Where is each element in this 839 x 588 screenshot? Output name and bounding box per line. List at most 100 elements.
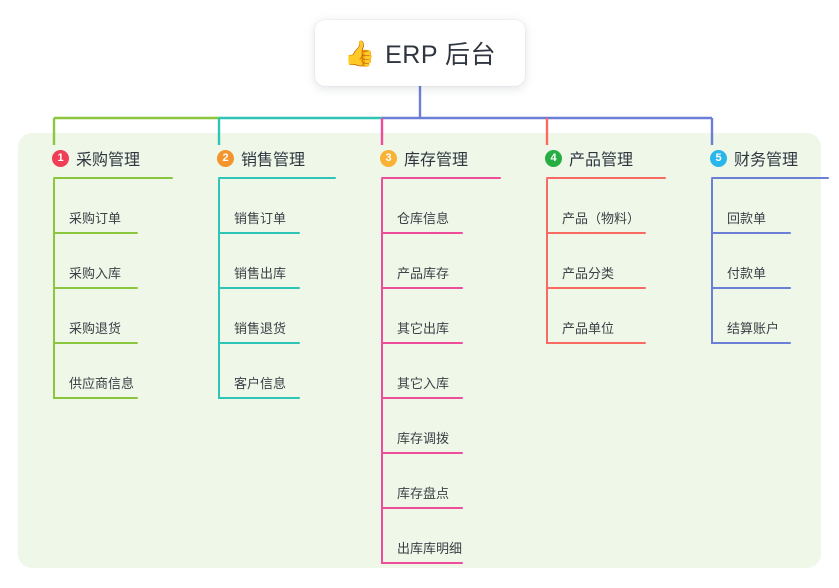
branch-underline-4: [546, 177, 666, 179]
leaf-underline: [711, 232, 791, 234]
branches-panel: [18, 133, 821, 568]
leaf-underline: [546, 342, 646, 344]
leaf-label: 付款单: [727, 266, 767, 281]
leaf-item[interactable]: 采购退货: [30, 289, 195, 344]
leaf-underline: [381, 287, 463, 289]
leaf-list-4: 产品（物料） 产品分类产品单位: [523, 179, 693, 344]
leaf-item[interactable]: 付款单: [688, 234, 839, 289]
leaf-list-3: 仓库信息产品库存其它出库其它入库库存调拨库存盘点出库库明细: [358, 179, 526, 564]
leaf-label: 出库库明细: [397, 541, 463, 556]
branch-title-3: 库存管理: [404, 152, 469, 169]
branch-column-4: 4 产品管理产品（物料） 产品分类产品单位: [523, 145, 693, 344]
branch-underline-3: [381, 177, 501, 179]
branch-badge-2: 2: [217, 149, 234, 167]
leaf-item[interactable]: 销售退货: [195, 289, 360, 344]
branch-title-4: 产品管理: [569, 152, 634, 169]
leaf-underline: [381, 507, 463, 509]
leaf-underline: [53, 342, 138, 344]
root-title: ERP 后台: [385, 41, 497, 69]
branch-header-4[interactable]: 4 产品管理: [523, 145, 693, 171]
leaf-underline: [546, 232, 646, 234]
branch-underline-2: [218, 177, 336, 179]
branch-spine-4: [546, 179, 548, 344]
leaf-underline: [546, 287, 646, 289]
branch-header-5[interactable]: 5 财务管理: [688, 145, 839, 171]
branch-column-3: 3 库存管理仓库信息产品库存其它出库其它入库库存调拨库存盘点出库库明细: [358, 145, 526, 564]
leaf-item[interactable]: 采购订单: [30, 179, 195, 234]
leaf-label: 库存盘点: [397, 486, 450, 501]
leaf-label: 采购退货: [69, 321, 122, 336]
leaf-item[interactable]: 库存调拨: [358, 399, 526, 454]
branch-badge-5: 5: [710, 149, 727, 167]
branch-spine-5: [711, 179, 713, 344]
branch-header-2[interactable]: 2 销售管理: [195, 145, 360, 171]
leaf-label: 销售订单: [234, 211, 287, 226]
root-node[interactable]: 👍 ERP 后台: [315, 20, 525, 86]
branch-spine-1: [53, 179, 55, 399]
leaf-underline: [711, 342, 791, 344]
leaf-item[interactable]: 其它入库: [358, 344, 526, 399]
leaf-item[interactable]: 采购入库: [30, 234, 195, 289]
branch-header-1[interactable]: 1 采购管理: [30, 145, 195, 171]
leaf-underline: [711, 287, 791, 289]
leaf-label: 产品（物料）: [562, 211, 641, 226]
branch-title-1: 采购管理: [76, 152, 141, 169]
leaf-list-1: 采购订单采购入库采购退货供应商信息: [30, 179, 195, 399]
leaf-item[interactable]: 客户信息: [195, 344, 360, 399]
leaf-underline: [381, 397, 463, 399]
leaf-underline: [53, 232, 138, 234]
leaf-label: 产品分类: [562, 266, 615, 281]
leaf-underline: [381, 562, 463, 564]
leaf-underline: [218, 232, 300, 234]
leaf-item[interactable]: 库存盘点: [358, 454, 526, 509]
leaf-underline: [218, 287, 300, 289]
leaf-item[interactable]: 出库库明细: [358, 509, 526, 564]
leaf-item[interactable]: 产品单位: [523, 289, 693, 344]
leaf-label: 供应商信息: [69, 376, 135, 391]
branch-spine-3: [381, 179, 383, 564]
branch-spine-2: [218, 179, 220, 399]
branch-header-3[interactable]: 3 库存管理: [358, 145, 526, 171]
leaf-label: 销售退货: [234, 321, 287, 336]
leaf-label: 库存调拨: [397, 431, 450, 446]
leaf-label: 采购入库: [69, 266, 122, 281]
leaf-item[interactable]: 供应商信息: [30, 344, 195, 399]
leaf-item[interactable]: 产品分类: [523, 234, 693, 289]
leaf-label: 销售出库: [234, 266, 287, 281]
leaf-label: 产品单位: [562, 321, 615, 336]
leaf-item[interactable]: 其它出库: [358, 289, 526, 344]
leaf-underline: [381, 452, 463, 454]
leaf-item[interactable]: 销售出库: [195, 234, 360, 289]
leaf-list-5: 回款单付款单结算账户: [688, 179, 839, 344]
branch-column-1: 1 采购管理采购订单采购入库采购退货供应商信息: [30, 145, 195, 399]
leaf-underline: [381, 232, 463, 234]
branch-badge-3: 3: [380, 149, 397, 167]
branch-column-2: 2 销售管理销售订单销售出库销售退货客户信息: [195, 145, 360, 399]
leaf-label: 采购订单: [69, 211, 122, 226]
leaf-item[interactable]: 结算账户: [688, 289, 839, 344]
branch-badge-4: 4: [545, 149, 562, 167]
leaf-underline: [53, 397, 138, 399]
leaf-list-2: 销售订单销售出库销售退货客户信息: [195, 179, 360, 399]
branch-column-5: 5 财务管理回款单付款单结算账户: [688, 145, 839, 344]
leaf-underline: [53, 287, 138, 289]
leaf-item[interactable]: 产品（物料）: [523, 179, 693, 234]
leaf-label: 客户信息: [234, 376, 287, 391]
leaf-item[interactable]: 仓库信息: [358, 179, 526, 234]
branch-title-2: 销售管理: [241, 152, 306, 169]
branch-underline-5: [711, 177, 829, 179]
leaf-item[interactable]: 销售订单: [195, 179, 360, 234]
leaf-label: 结算账户: [727, 321, 780, 336]
branch-underline-1: [53, 177, 173, 179]
leaf-item[interactable]: 产品库存: [358, 234, 526, 289]
leaf-underline: [381, 342, 463, 344]
leaf-label: 回款单: [727, 211, 767, 226]
branch-badge-1: 1: [52, 149, 69, 167]
branch-title-5: 财务管理: [734, 152, 799, 169]
leaf-underline: [218, 397, 300, 399]
thumbs-up-icon: 👍: [343, 38, 376, 68]
leaf-label: 其它入库: [397, 376, 450, 391]
leaf-label: 其它出库: [397, 321, 450, 336]
leaf-item[interactable]: 回款单: [688, 179, 839, 234]
